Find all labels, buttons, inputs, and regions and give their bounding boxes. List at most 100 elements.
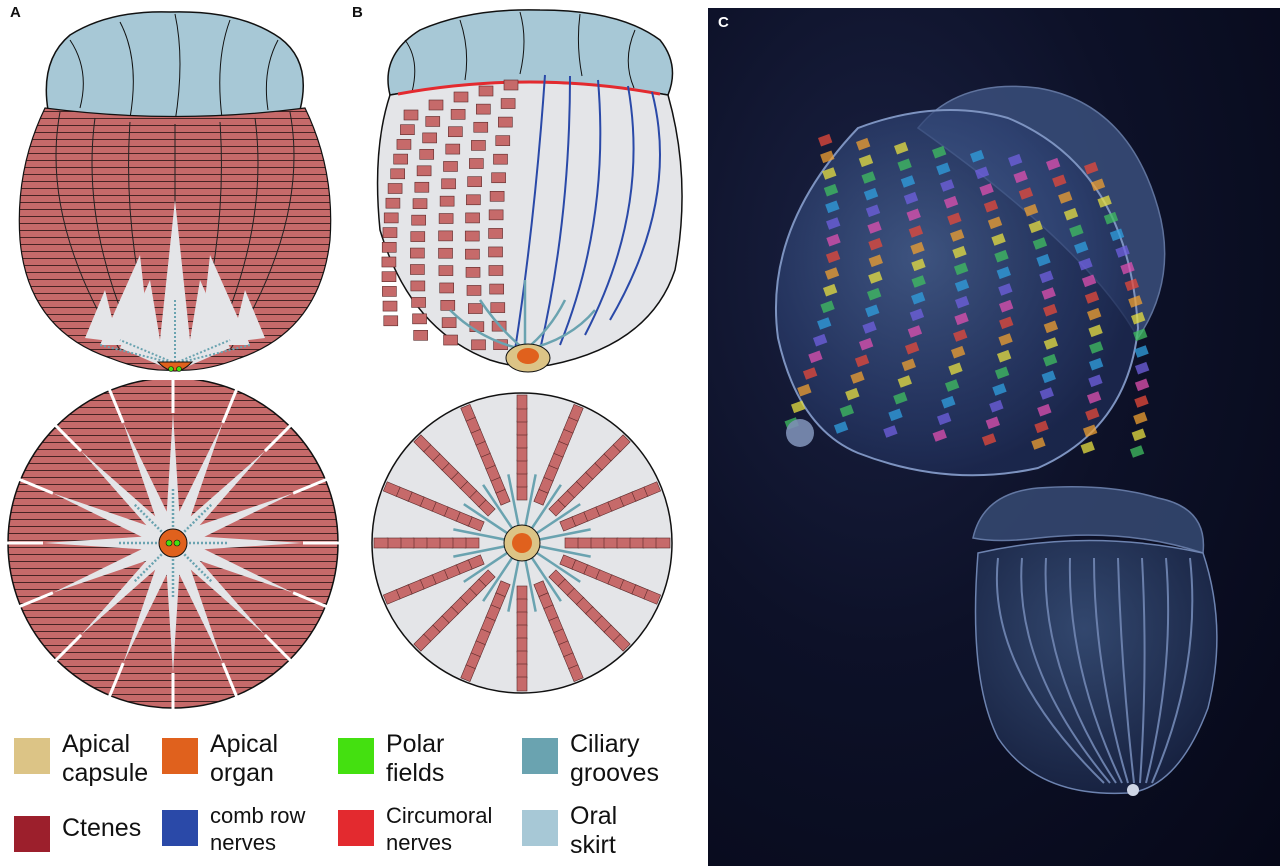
ctene-plate: [630, 538, 644, 548]
ctene-plate: [517, 599, 527, 613]
ctene-plate: [465, 249, 479, 259]
panel-a-side-view: [0, 0, 350, 380]
legend-item-comb-row-nerves: comb rownerves: [162, 802, 305, 856]
legend-swatch-circumoral-nerves: [338, 810, 374, 846]
ctene-plate: [444, 335, 458, 345]
ctene-plate: [382, 272, 396, 282]
ctene-plate: [501, 99, 515, 109]
panel-b-side-view: [350, 0, 700, 380]
iridescent-ctene: [818, 134, 832, 147]
legend-label: skirt: [570, 831, 617, 860]
ctene-plate: [386, 198, 400, 208]
ctene-plate: [394, 154, 408, 164]
ctene-plate: [426, 538, 440, 548]
ctene-plate: [479, 86, 493, 96]
legend-label: organ: [210, 759, 278, 788]
legend-label: Ctenes: [62, 814, 141, 843]
ctene-plate: [517, 586, 527, 600]
panel-a-oral-view: [0, 380, 350, 710]
iridescent-ctene: [1133, 412, 1147, 425]
ctene-plate: [411, 281, 425, 291]
panel-b-oral-view: [350, 380, 700, 710]
ctene-plate: [439, 231, 453, 241]
ctene-plate: [440, 196, 454, 206]
legend-label: Ciliary: [570, 730, 659, 759]
small-ctenophore: [973, 487, 1217, 796]
ctene-plate: [467, 285, 481, 295]
ctene-plate: [382, 242, 396, 252]
ctene-plate: [490, 284, 504, 294]
ctene-plate: [410, 265, 424, 275]
ctene-plate: [384, 316, 398, 326]
ctene-plate: [383, 301, 397, 311]
apical-organ-b: [517, 348, 539, 364]
ctene-plate: [411, 232, 425, 242]
ctene-plate: [413, 314, 427, 324]
ctene-plate: [454, 92, 468, 102]
ctene-plate: [517, 473, 527, 487]
ctene-plate: [617, 538, 631, 548]
ctene-plate: [517, 651, 527, 665]
ctene-plate: [400, 538, 414, 548]
ctene-plate: [517, 625, 527, 639]
ctene-plate: [489, 228, 503, 238]
panel-label-c: C: [718, 14, 729, 31]
ctene-plate: [468, 177, 482, 187]
ctene-plate: [466, 267, 480, 277]
legend-item-apical-capsule: Apicalcapsule: [14, 730, 148, 788]
ctene-plate: [446, 144, 460, 154]
ctene-plate: [643, 538, 657, 548]
ctene-plate: [465, 231, 479, 241]
ctene-plate: [517, 434, 527, 448]
ctene-plate: [466, 213, 480, 223]
iridescent-ctene: [1134, 345, 1148, 358]
ctene-plate: [656, 538, 670, 548]
polar-field-left-oral: [166, 540, 172, 546]
large-ctenophore: [776, 86, 1165, 475]
legend-swatch-ctenes: [14, 816, 50, 852]
ctene-plate: [489, 247, 503, 257]
legend-item-polar-fields: Polar fields: [338, 730, 444, 788]
ctene-plate: [442, 318, 456, 328]
ctene-plate: [493, 154, 507, 164]
legend-swatch-oral-skirt: [522, 810, 558, 846]
iridescent-ctene: [1135, 362, 1149, 375]
ctene-plate: [469, 159, 483, 169]
ctene-plate: [517, 677, 527, 691]
legend-item-ciliary-grooves: Ciliarygrooves: [522, 730, 659, 788]
ctene-plate: [591, 538, 605, 548]
legend-label: grooves: [570, 759, 659, 788]
legend-swatch-ciliary-grooves: [522, 738, 558, 774]
ctene-plate: [517, 612, 527, 626]
ctene-plate: [388, 184, 402, 194]
legend-swatch-apical-organ: [162, 738, 198, 774]
legend-item-oral-skirt: Oralskirt: [522, 802, 617, 860]
ctene-plate: [429, 100, 443, 110]
ctene-plate: [504, 80, 518, 90]
ctene-plate: [496, 136, 510, 146]
ctene-plate: [498, 117, 512, 127]
ctene-plate: [439, 266, 453, 276]
ctene-plate: [491, 303, 505, 313]
legend-label: nerves: [210, 829, 305, 856]
iridescent-ctene: [1130, 445, 1144, 458]
iridescent-ctene: [1132, 429, 1146, 442]
ctene-plate: [440, 283, 454, 293]
legend-swatch-polar-fields: [338, 738, 374, 774]
ctene-plate: [412, 297, 426, 307]
ctene-plate: [414, 330, 428, 340]
ctene-plate: [604, 538, 618, 548]
ctene-plate: [517, 421, 527, 435]
ctene-plate: [423, 133, 437, 143]
iridescent-ctene: [1135, 379, 1149, 392]
polar-field-right-oral: [174, 540, 180, 546]
ctene-plate: [397, 139, 411, 149]
iridescent-ctene: [1134, 395, 1148, 408]
ctenophore-illustration: [708, 8, 1280, 866]
legend-label: fields: [386, 759, 444, 788]
ctene-plate: [420, 149, 434, 159]
legend-item-apical-organ: Apicalorgan: [162, 730, 278, 788]
ctene-plate: [387, 538, 401, 548]
ctene-plate: [474, 122, 488, 132]
oral-skirt: [46, 12, 303, 119]
